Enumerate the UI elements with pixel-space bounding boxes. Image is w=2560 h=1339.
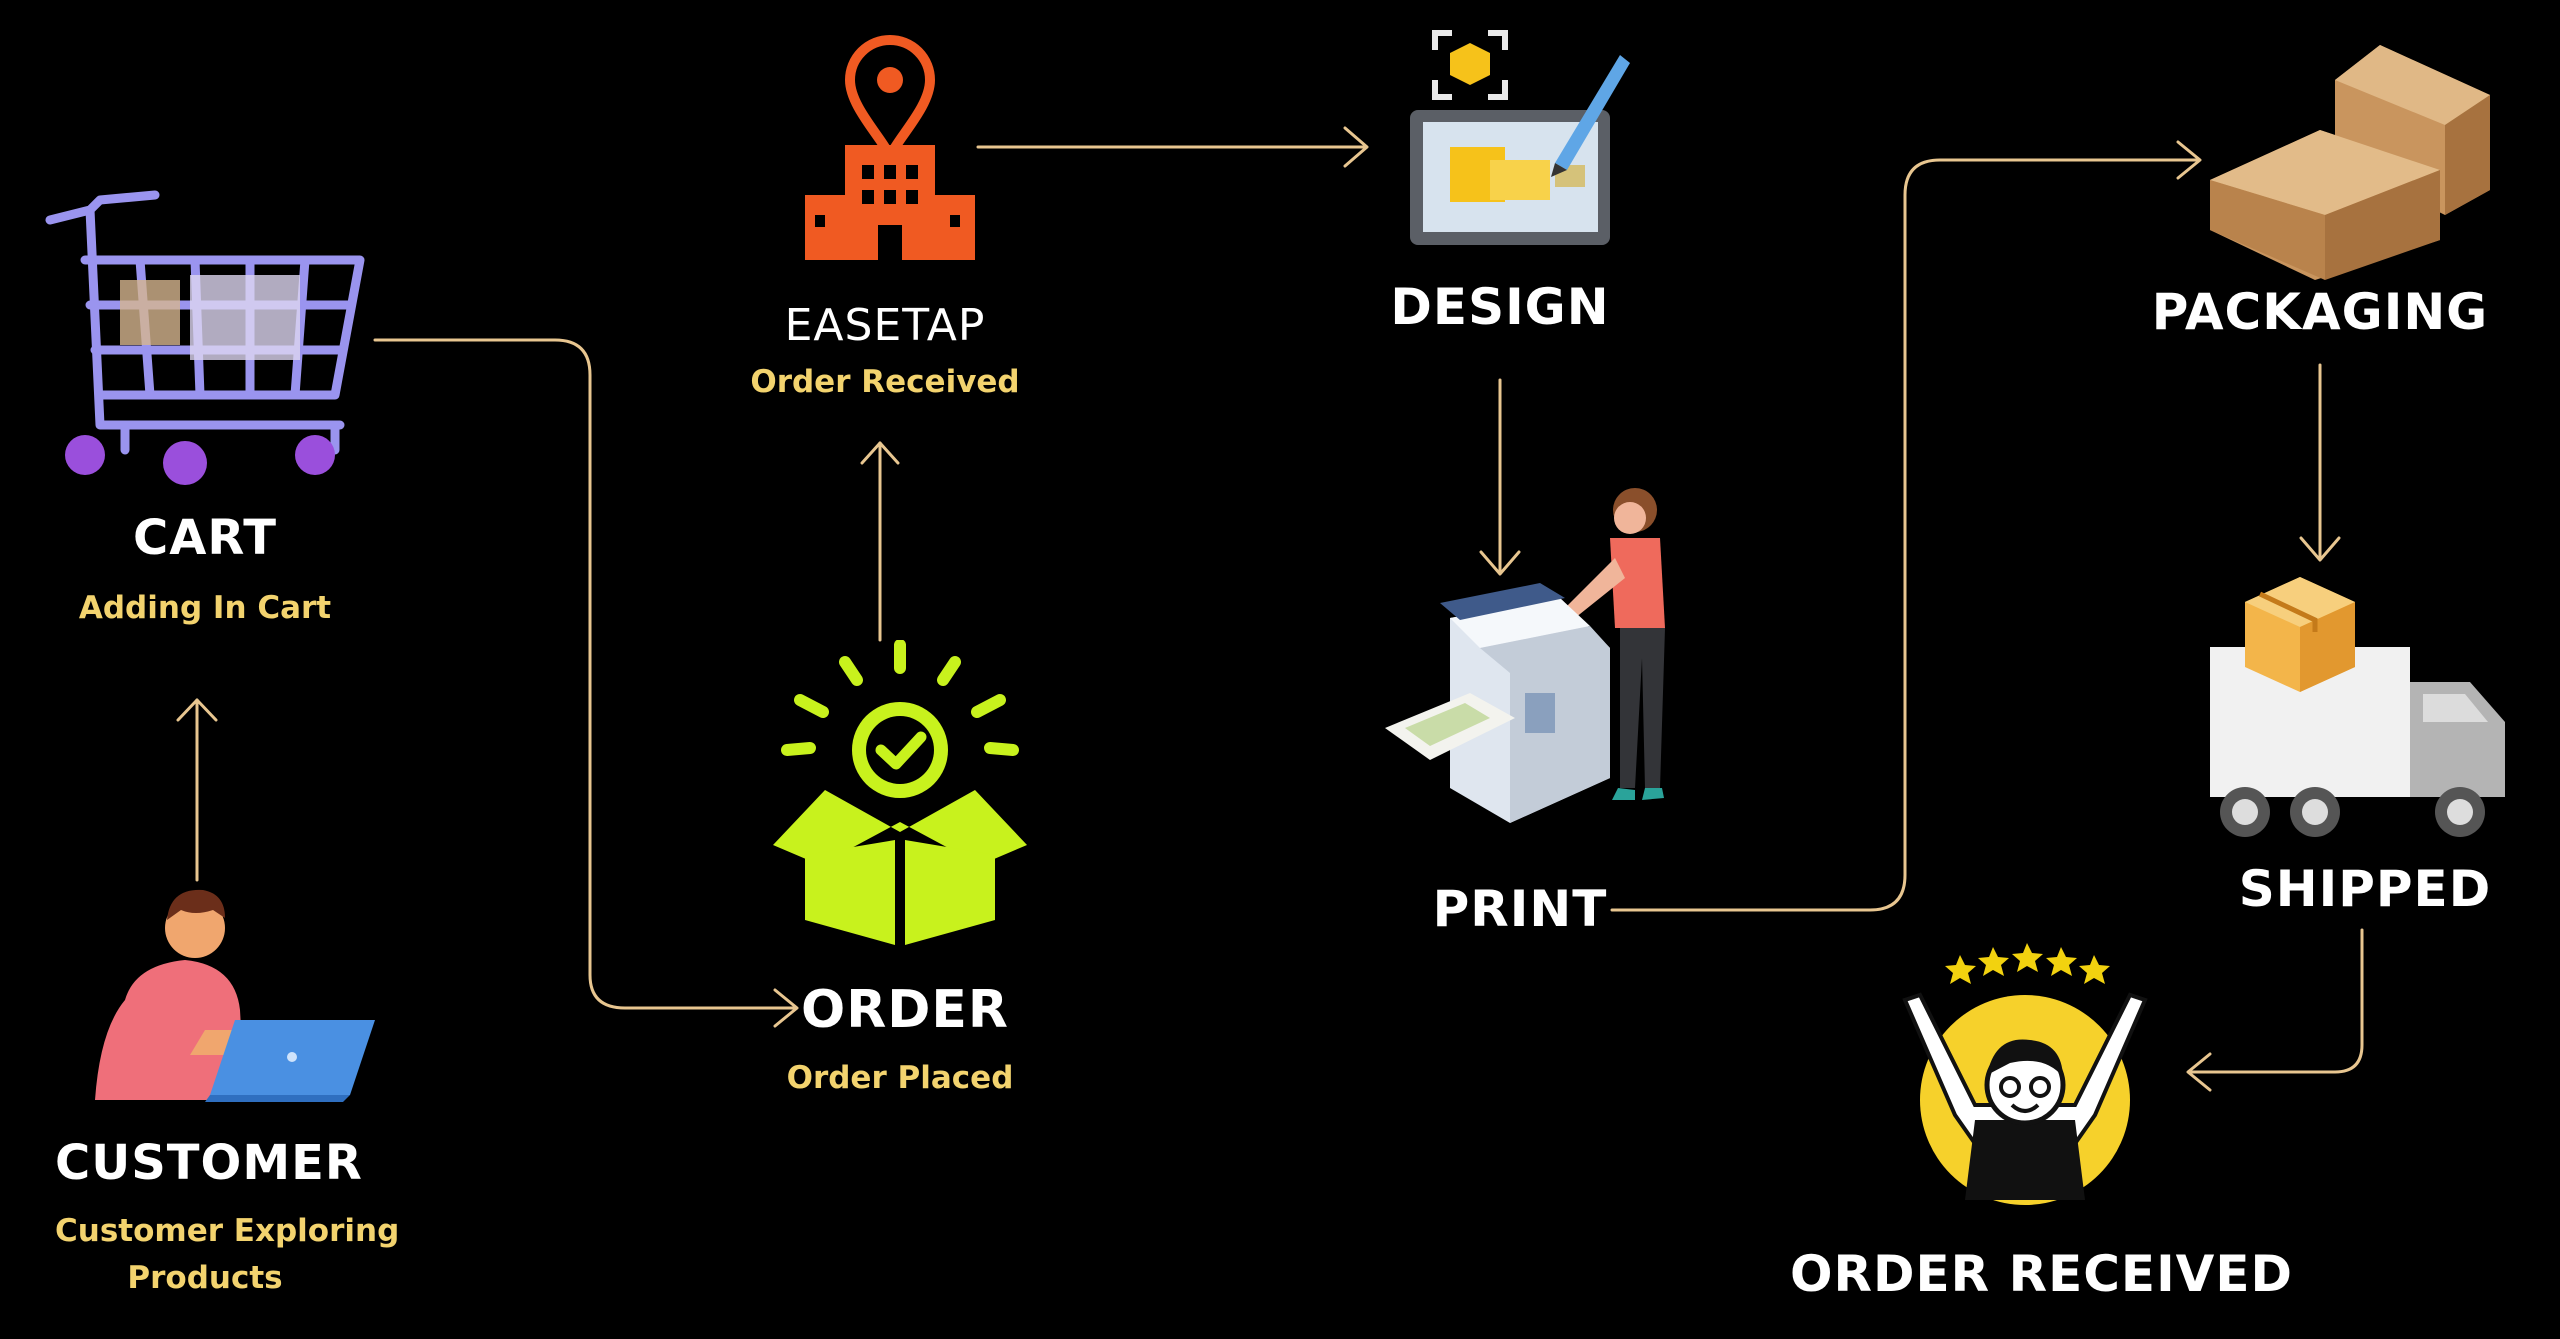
connector-print-to-packaging — [1610, 158, 2200, 912]
arrowhead-easetap — [860, 441, 900, 465]
easetap-subtitle: Order Received — [750, 364, 1020, 400]
cart-subtitle: Adding In Cart — [78, 590, 332, 626]
connector-shipped-to-order-received — [2188, 928, 2364, 1074]
arrowhead-packaging — [2176, 140, 2202, 180]
packaging-title: PACKAGING — [2151, 283, 2489, 341]
cardboard-boxes-icon — [2210, 45, 2490, 280]
arrowhead-cart — [176, 698, 218, 722]
connector-cart-to-order — [373, 338, 797, 1010]
arrowhead-order-received — [2186, 1052, 2212, 1092]
arrowhead-design — [1343, 126, 1369, 168]
cart-title: CART — [133, 510, 277, 566]
shipped-title: SHIPPED — [2238, 860, 2492, 918]
easetap-title: EASETAP — [784, 300, 986, 351]
customer-subtitle-line2: Products — [127, 1260, 283, 1296]
open-box-check-icon — [773, 640, 1027, 945]
shopping-cart-icon — [45, 190, 365, 485]
arrowhead-order — [773, 988, 799, 1028]
arrowhead-print — [1479, 550, 1521, 576]
print-title: PRINT — [1432, 880, 1608, 938]
order-title: ORDER — [801, 980, 1009, 1040]
printer-operator-icon — [1385, 488, 1665, 823]
order-subtitle: Order Placed — [786, 1060, 1014, 1096]
happy-customer-icon — [1902, 943, 2148, 1205]
order-received-title: ORDER RECEIVED — [1790, 1245, 2294, 1303]
delivery-truck-icon — [2210, 577, 2505, 837]
arrowhead-shipped — [2299, 536, 2341, 562]
building-location-pin-icon — [805, 35, 975, 260]
customer-subtitle-line1: Customer Exploring — [55, 1213, 400, 1249]
person-laptop-icon — [95, 889, 375, 1102]
design-tablet-icon — [1410, 30, 1630, 245]
design-title: DESIGN — [1390, 278, 1610, 336]
customer-title: CUSTOMER — [55, 1135, 363, 1191]
